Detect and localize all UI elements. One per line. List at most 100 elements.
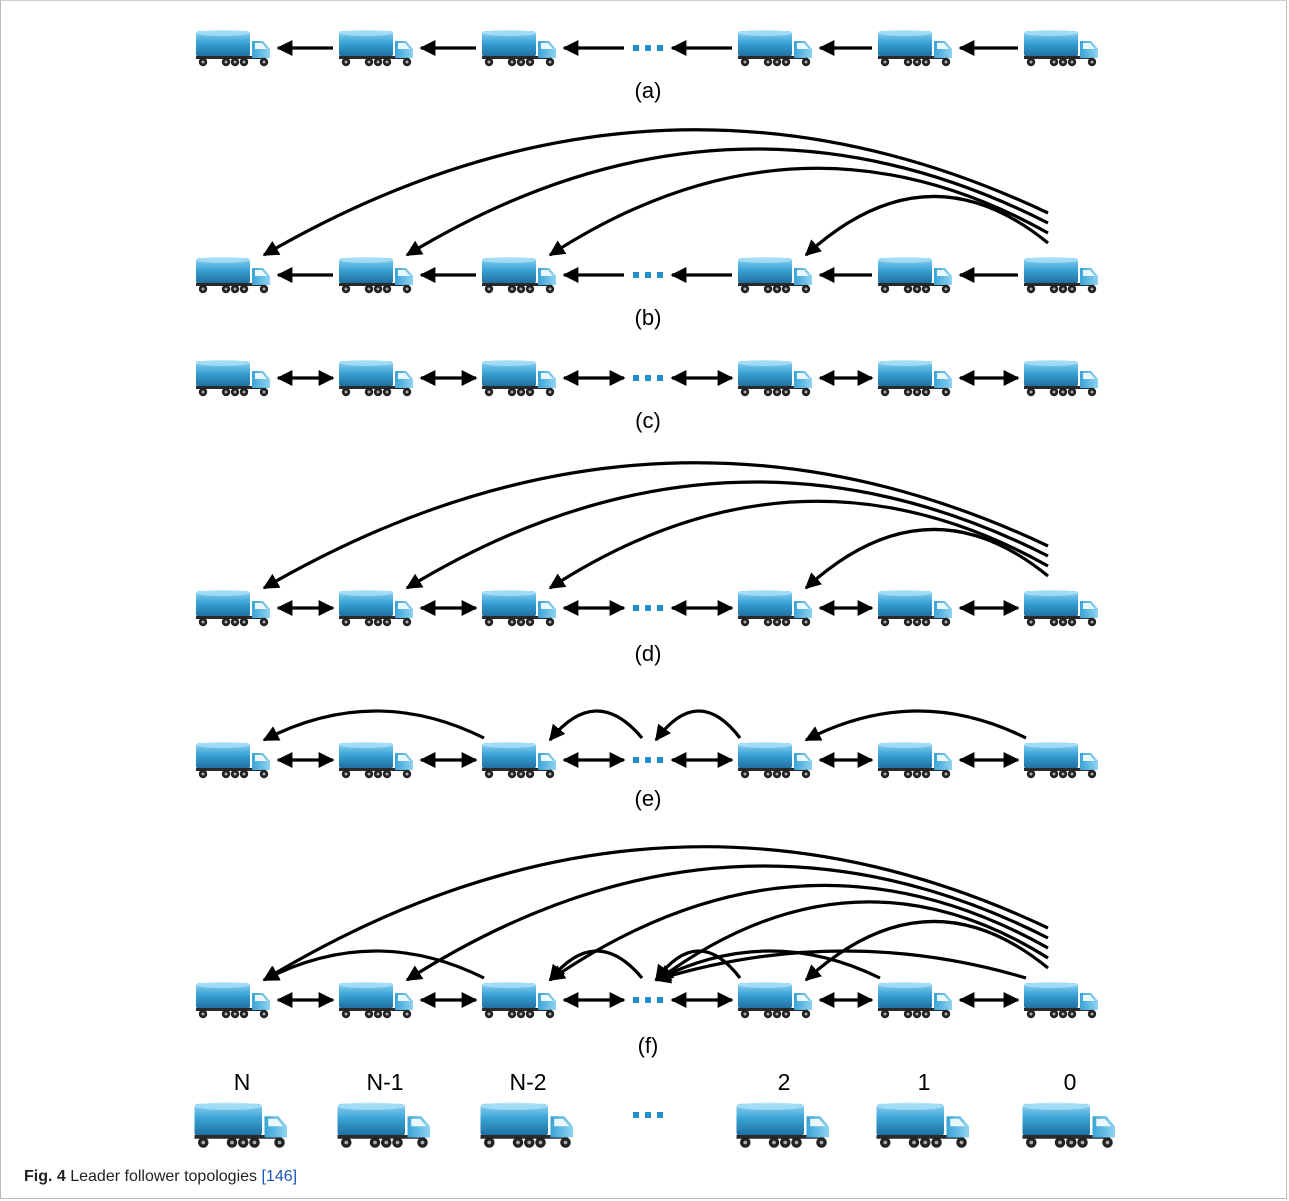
panel-label: (b) [635,305,662,330]
truck-2 [736,1102,829,1148]
ellipsis-marker [633,1112,663,1118]
ellipsis-dot [645,45,651,51]
truck-n-1 [339,982,413,1019]
truck-n [194,1102,287,1148]
leader-arc-arrow [548,166,1049,257]
truck-n-1 [337,1102,430,1148]
ellipsis-dot [657,605,663,611]
ellipsis-marker [633,375,663,381]
ellipsis-dot [657,1112,663,1118]
truck-n [196,982,270,1019]
truck-n-2 [482,590,556,627]
panel-label: (f) [638,1033,659,1058]
caption-prefix: Fig. 4 [24,1168,66,1185]
ellipsis-dot [645,757,651,763]
truck-1 [878,590,952,627]
truck-n-1 [339,30,413,67]
truck-n-1 [339,742,413,779]
skip-arc-arrow [262,949,485,982]
panel-label: (c) [635,408,661,433]
truck-1 [878,360,952,397]
truck-layer [194,30,1115,1148]
skip-arc-arrow [654,709,742,742]
leader-arc-arrow [405,147,1049,257]
truck-n-2 [482,360,556,397]
ellipsis-dot [657,997,663,1003]
truck-2 [738,742,812,779]
vehicle-position-label: N-1 [366,1069,403,1095]
truck-0 [1024,360,1098,397]
figure-caption: Fig. 4 Leader follower topologies [146] [24,1168,297,1186]
truck-n [196,742,270,779]
truck-2 [738,590,812,627]
truck-n [196,30,270,67]
truck-1 [878,982,952,1019]
truck-n [196,590,270,627]
vehicle-position-label: N [234,1069,251,1095]
vehicle-position-label: 2 [778,1069,791,1095]
ellipsis-dot [633,757,639,763]
truck-0 [1024,742,1098,779]
ellipsis-dot [645,605,651,611]
truck-n-1 [339,257,413,294]
skip-arc-arrow [548,949,644,982]
caption-text: Leader follower topologies [65,1168,262,1185]
ellipsis-dot [657,375,663,381]
truck-n-2 [482,742,556,779]
skip-arc-arrow [654,949,1027,984]
leader-arc-arrow [405,480,1049,590]
skip-arc-arrow [548,709,644,742]
ellipsis-dot [633,272,639,278]
ellipsis-dot [645,272,651,278]
truck-2 [738,30,812,67]
panel-label: (d) [635,641,662,666]
panel-label: (e) [635,786,662,811]
truck-n [196,360,270,397]
ellipsis-dot [633,1112,639,1118]
leader-arc-arrow [262,461,1049,590]
truck-n-1 [339,360,413,397]
truck-n-2 [482,257,556,294]
ellipsis-dot [633,605,639,611]
ellipsis-marker [633,45,663,51]
truck-0 [1022,1102,1115,1148]
ellipsis-dot [657,45,663,51]
vehicle-position-label: 0 [1064,1069,1077,1095]
leader-arc-arrow [405,864,1049,982]
truck-1 [878,257,952,294]
leader-arc-arrow [656,900,1049,982]
ellipsis-marker [633,605,663,611]
truck-n-2 [480,1102,573,1148]
truck-0 [1024,257,1098,294]
ellipsis-dot [645,997,651,1003]
truck-2 [738,982,812,1019]
truck-1 [876,1102,969,1148]
ellipsis-dot [633,375,639,381]
leader-arc-arrow [262,845,1049,982]
truck-0 [1024,590,1098,627]
caption-reference-link[interactable]: [146] [261,1168,298,1185]
truck-n [196,257,270,294]
truck-1 [878,742,952,779]
leader-arc-arrow [548,883,1049,982]
truck-n-2 [482,982,556,1019]
truck-n-2 [482,30,556,67]
ellipsis-marker [633,272,663,278]
skip-arc-arrow [654,949,881,982]
ellipsis-dot [633,45,639,51]
arc-layer [262,40,1050,1008]
ellipsis-dot [645,1112,651,1118]
ellipsis-dot [657,757,663,763]
truck-0 [1024,30,1098,67]
truck-2 [738,360,812,397]
truck-0 [1024,982,1098,1019]
ellipsis-marker [633,757,663,763]
skip-arc-arrow [804,709,1027,742]
skip-arc-arrow [262,709,485,742]
truck-2 [738,257,812,294]
leader-arc-arrow [262,128,1049,257]
ellipsis-dot [645,375,651,381]
ellipsis-marker [633,997,663,1003]
